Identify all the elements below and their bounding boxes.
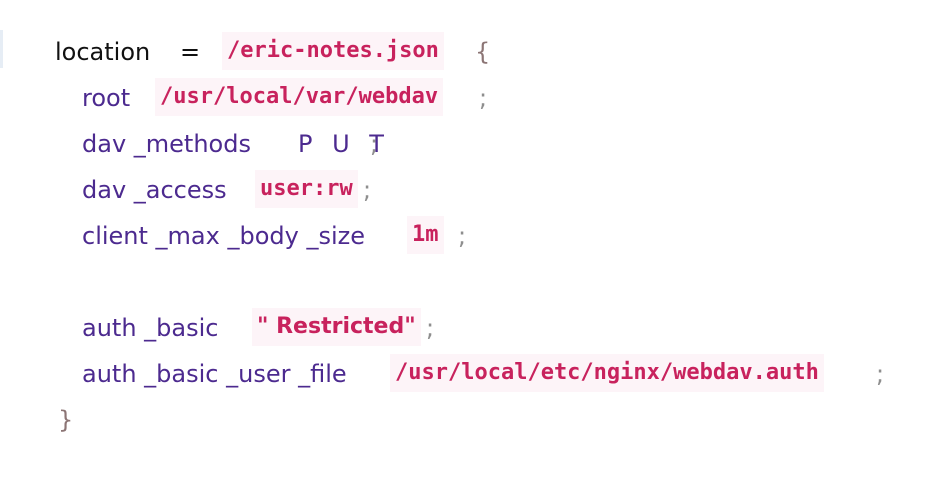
code-line-auth-basic-user-file: auth _basic _user _file /usr/local/etc/n… — [0, 354, 944, 394]
client-max-body-size-directive: client _max _body _size — [82, 222, 365, 250]
auth-basic-directive: auth _basic — [82, 314, 219, 342]
code-line-dav-access: dav _access user:rw ; — [0, 170, 944, 210]
dav-methods-value: P U T — [298, 130, 390, 158]
dav-access-directive: dav _access — [82, 176, 227, 204]
dav-access-value: user:rw — [255, 170, 358, 208]
location-keyword: location — [55, 38, 151, 66]
semicolon: ; — [479, 84, 488, 112]
auth-basic-user-file-directive: auth _basic _user _file — [82, 360, 347, 388]
code-line-client-max-body-size: client _max _body _size 1m ; — [0, 216, 944, 256]
auth-basic-value: " Restricted" — [252, 308, 421, 346]
code-line-location: location = /eric-notes.json { — [0, 32, 944, 72]
root-directive: root — [82, 84, 131, 112]
code-line-dav-methods: dav _methods P U T ; — [0, 124, 944, 164]
client-max-body-size-value: 1m — [407, 216, 444, 254]
code-line-auth-basic: auth _basic " Restricted" ; — [0, 308, 944, 348]
root-value: /usr/local/var/webdav — [155, 78, 444, 116]
semicolon: ; — [426, 314, 435, 342]
semicolon: ; — [876, 360, 885, 388]
gutter-edge — [0, 30, 3, 68]
semicolon: ; — [458, 222, 467, 250]
dav-methods-directive: dav _methods — [82, 130, 251, 158]
semicolon: ; — [370, 130, 379, 158]
code-line-root: root /usr/local/var/webdav ; — [0, 78, 944, 118]
code-line-close: } — [0, 400, 944, 440]
equals-operator: = — [180, 38, 201, 66]
close-brace: } — [58, 406, 74, 434]
location-path: /eric-notes.json — [222, 32, 444, 70]
auth-basic-user-file-value: /usr/local/etc/nginx/webdav.auth — [390, 354, 824, 392]
semicolon: ; — [363, 176, 372, 204]
open-brace: { — [475, 38, 491, 66]
